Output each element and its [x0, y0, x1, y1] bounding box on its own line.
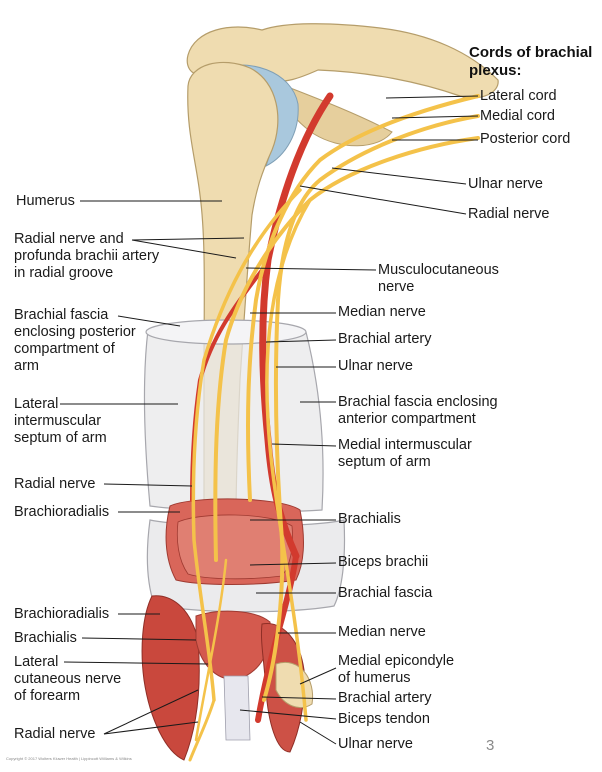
label-ulnar-nerve-top: Ulnar nerve: [468, 176, 543, 192]
label-fascia-anterior: Brachial fascia enclosing anterior compa…: [338, 394, 498, 427]
label-brachioradialis-low: Brachioradialis: [14, 606, 110, 622]
label-ulnar-nerve-mid: Ulnar nerve: [338, 358, 413, 374]
label-median-nerve-top: Median nerve: [338, 304, 426, 320]
leader-lines: [60, 95, 479, 745]
label-brachialis-right: Brachialis: [338, 511, 401, 527]
label-radial-nerve-mid: Radial nerve: [14, 476, 96, 492]
nerves: [188, 94, 480, 762]
label-humerus: Humerus: [16, 193, 75, 209]
label-brachial-artery-top: Brachial artery: [338, 331, 432, 347]
label-biceps-tendon: Biceps tendon: [338, 711, 430, 727]
label-brachioradialis-mid: Brachioradialis: [14, 504, 110, 520]
label-brachialis-left: Brachialis: [14, 630, 77, 646]
label-biceps-brachii: Biceps brachii: [338, 554, 429, 570]
label-ulnar-nerve-low: Ulnar nerve: [338, 736, 413, 752]
label-posterior-cord: Posterior cord: [480, 131, 571, 147]
copyright-notice: Copyright © 2017 Wolters Kluwer Health |…: [6, 756, 132, 761]
label-medial-epicondyle: Medial epicondyle of humerus: [338, 653, 455, 686]
label-musculocutaneous-nerve: Musculocutaneous nerve: [378, 262, 499, 295]
label-median-nerve-low: Median nerve: [338, 624, 426, 640]
label-fascia-posterior: Brachial fascia enclosing posterior comp…: [14, 307, 136, 374]
label-brachial-fascia: Brachial fascia: [338, 585, 433, 601]
label-lateral-septum: Lateral intermuscular septum of arm: [14, 396, 107, 446]
page-number: 3: [486, 737, 495, 754]
label-lateral-cord: Lateral cord: [480, 88, 557, 104]
label-lateral-cutaneous: Lateral cutaneous nerve of forearm: [14, 654, 122, 704]
label-medial-septum: Medial intermuscular septum of arm: [338, 437, 472, 470]
label-medial-cord: Medial cord: [480, 108, 555, 124]
label-radial-nerve-low: Radial nerve: [14, 726, 96, 742]
label-brachial-artery-low: Brachial artery: [338, 690, 432, 706]
label-radial-groove: Radial nerve and profunda brachii artery…: [14, 231, 160, 281]
cords-heading: Cords of brachial plexus:: [469, 44, 593, 79]
label-radial-nerve-top: Radial nerve: [468, 206, 550, 222]
